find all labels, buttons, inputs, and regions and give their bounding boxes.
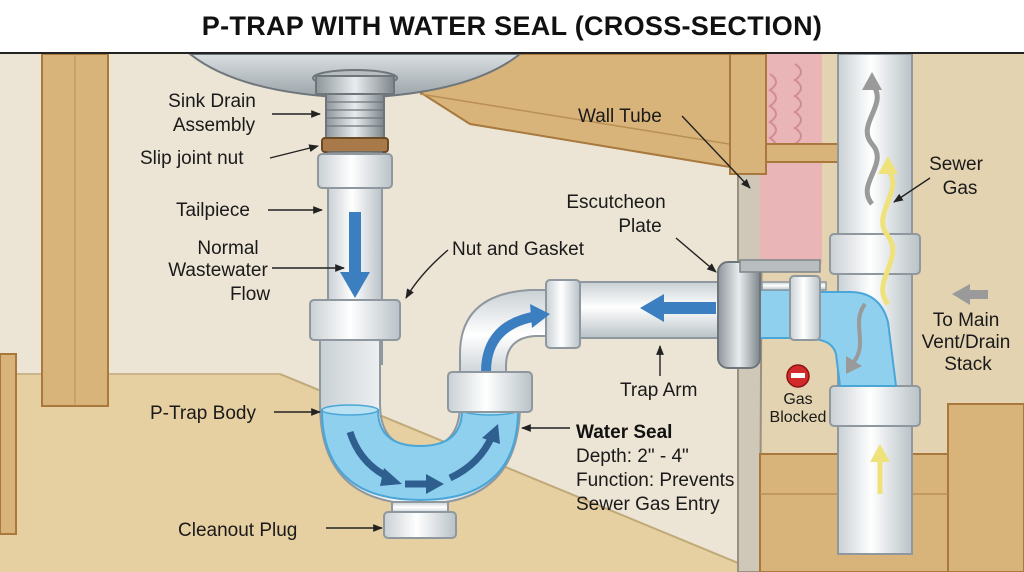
tailpiece-top-nut bbox=[317, 153, 393, 189]
label-ptrap-body: P-Trap Body bbox=[150, 403, 256, 424]
label-water-seal-function-1: Function: Prevents bbox=[576, 470, 734, 491]
label-nut-gasket: Nut and Gasket bbox=[452, 239, 585, 260]
label-main-vent-3: Stack bbox=[944, 354, 992, 375]
insulation-mid bbox=[760, 204, 822, 264]
label-normal-flow-1: Normal bbox=[197, 238, 258, 259]
label-gas-blocked-1: Gas bbox=[783, 391, 812, 408]
stack-coupling-lower bbox=[829, 385, 921, 427]
trap-slip-nut bbox=[447, 371, 533, 413]
elbow-slip-nut bbox=[545, 279, 581, 349]
u-bend-flow-arrows bbox=[346, 424, 500, 494]
gas-arrow-gray bbox=[864, 82, 880, 206]
drain-flange bbox=[315, 75, 395, 95]
slip-joint-nut bbox=[321, 137, 389, 153]
insulation-top bbox=[760, 54, 822, 204]
wall-tube-nut bbox=[789, 275, 821, 341]
page-title: P-TRAP WITH WATER SEAL (CROSS-SECTION) bbox=[201, 10, 823, 41]
label-sink-drain-2: Assembly bbox=[173, 115, 256, 136]
escutcheon-plate bbox=[717, 261, 761, 369]
label-water-seal-function-2: Sewer Gas Entry bbox=[576, 494, 720, 515]
stack-coupling-upper bbox=[829, 233, 921, 275]
label-escutcheon-1: Escutcheon bbox=[566, 192, 665, 213]
label-water-seal-depth: Depth: 2" - 4" bbox=[576, 446, 689, 467]
gas-arrow-yellow-upper bbox=[880, 167, 896, 306]
label-sink-drain-1: Sink Drain bbox=[168, 91, 256, 112]
label-escutcheon-2: Plate bbox=[618, 216, 661, 237]
sink-drain-assembly bbox=[325, 93, 385, 139]
main-vent-arrow bbox=[952, 284, 988, 305]
label-main-vent-1: To Main bbox=[933, 310, 1000, 331]
label-water-seal-title: Water Seal bbox=[576, 422, 672, 443]
label-main-vent-2: Vent/Drain bbox=[922, 332, 1011, 353]
stud-right bbox=[729, 54, 767, 175]
tailpiece-flow-arrow bbox=[340, 212, 370, 298]
label-wall-tube: Wall Tube bbox=[578, 106, 662, 127]
tailpiece-slip-nut bbox=[309, 299, 401, 341]
label-trap-arm: Trap Arm bbox=[620, 380, 697, 401]
elbow-flow-arrow bbox=[481, 311, 539, 373]
cleanout-plug bbox=[383, 511, 457, 539]
ptrap-water-seal bbox=[320, 409, 520, 502]
label-gas-blocked-2: Blocked bbox=[770, 409, 827, 426]
label-normal-flow-3: Flow bbox=[230, 284, 270, 305]
stud-cut bbox=[947, 403, 1024, 572]
label-tailpiece: Tailpiece bbox=[176, 200, 250, 221]
label-cleanout-plug: Cleanout Plug bbox=[178, 520, 297, 541]
label-slip-joint-nut: Slip joint nut bbox=[140, 148, 244, 169]
ptrap-illustration: Sink Drain Assembly Slip joint nut Tailp… bbox=[0, 54, 1024, 572]
trap-arm-flow-arrow bbox=[640, 294, 716, 322]
label-sewer-gas-2: Gas bbox=[943, 178, 978, 199]
drywall-edge bbox=[737, 171, 764, 572]
gas-blocked-icon bbox=[786, 364, 810, 388]
title-bar: P-TRAP WITH WATER SEAL (CROSS-SECTION) bbox=[0, 0, 1024, 54]
label-sewer-gas-1: Sewer bbox=[929, 154, 984, 175]
label-normal-flow-2: Wastewater bbox=[168, 260, 268, 281]
